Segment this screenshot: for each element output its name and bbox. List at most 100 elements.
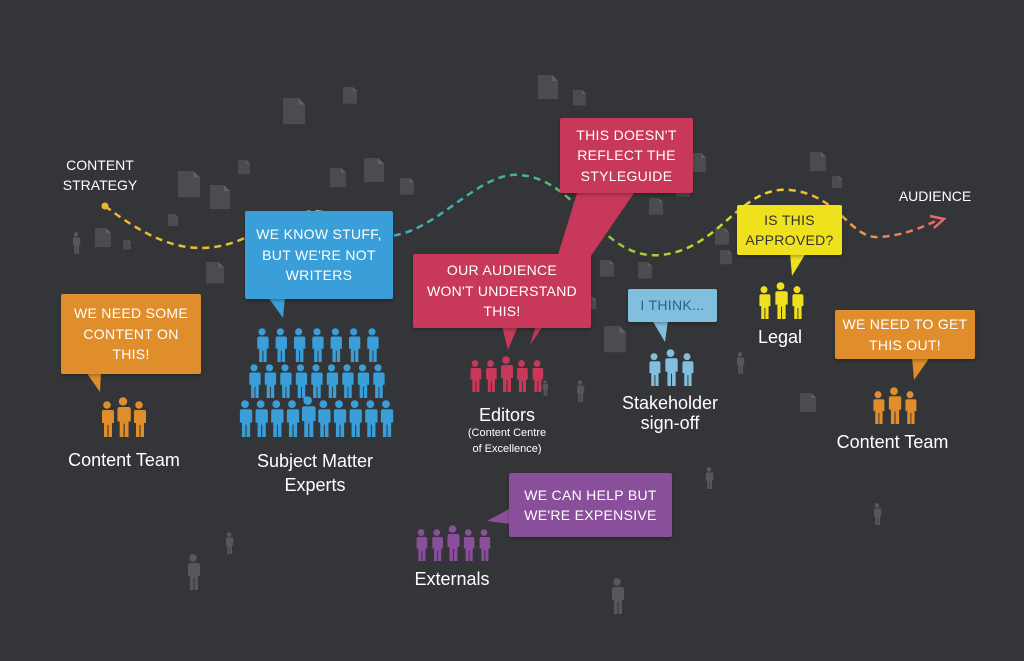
person-icon	[682, 353, 694, 387]
document-icon	[600, 260, 614, 277]
document-icon	[95, 228, 111, 248]
document-icon	[330, 168, 346, 188]
document-icon	[178, 171, 200, 198]
person-icon	[759, 286, 771, 320]
person-icon	[311, 364, 323, 398]
bubble-tail	[912, 357, 930, 380]
person-icon	[486, 360, 497, 392]
bubble-tail	[790, 253, 806, 276]
label-legal: Legal	[757, 327, 803, 347]
document-icon	[206, 262, 224, 284]
document-icon	[538, 75, 558, 99]
bubble-get-out: WE NEED TO GET THIS OUT!	[835, 310, 975, 359]
document-icon	[720, 250, 732, 265]
person-icon	[447, 525, 460, 561]
person-icon	[318, 400, 331, 437]
person-icon	[72, 232, 81, 255]
person-icon	[357, 364, 370, 398]
bubble-need-content: WE NEED SOME CONTENT ON THIS!	[61, 294, 201, 374]
person-icon	[705, 467, 714, 489]
document-icon	[364, 158, 384, 182]
person-icon	[432, 529, 443, 561]
document-icon	[832, 176, 842, 188]
person-icon	[501, 356, 513, 392]
label-externals: Externals	[414, 569, 490, 589]
person-icon	[275, 328, 287, 362]
document-icon	[800, 393, 816, 413]
person-icon	[286, 400, 300, 437]
person-icon	[188, 554, 200, 590]
document-icon	[638, 262, 652, 279]
person-icon	[134, 401, 146, 437]
person-icon	[333, 400, 347, 437]
person-icon	[255, 400, 268, 437]
person-icon	[367, 328, 379, 362]
person-icon	[649, 353, 661, 387]
person-icon	[888, 387, 902, 424]
person-icon	[373, 364, 385, 398]
document-icon	[604, 326, 626, 353]
person-icon	[479, 529, 491, 561]
person-icon	[532, 360, 544, 392]
bubble-know-stuff: WE KNOW STUFF, BUT WE'RE NOT WRITERS	[245, 211, 393, 299]
bubble-tail	[268, 297, 285, 318]
person-icon	[775, 282, 788, 319]
document-icon	[168, 214, 178, 226]
bubble-approved: IS THIS APPROVED?	[737, 205, 842, 255]
person-icon	[117, 397, 131, 437]
person-icon	[293, 328, 306, 362]
person-icon	[348, 328, 361, 362]
bubble-audience: OUR AUDIENCE WON'T UNDERSTAND THIS!	[413, 254, 591, 328]
person-icon	[342, 364, 354, 398]
start-dot	[101, 202, 109, 210]
document-icons	[95, 75, 842, 413]
people-groups	[102, 282, 917, 561]
document-icon	[715, 228, 729, 245]
bubble-tail	[652, 320, 668, 342]
label-editors: Editors	[478, 405, 536, 425]
person-icon	[576, 380, 585, 402]
person-icon	[517, 360, 528, 392]
bubble-i-think: I THINK...	[628, 289, 717, 322]
person-icon	[295, 364, 308, 398]
person-icon	[257, 328, 269, 362]
person-icon	[271, 400, 284, 437]
person-icon	[612, 578, 624, 614]
person-icon	[239, 400, 253, 437]
document-icon	[400, 178, 414, 195]
bubble-expensive: WE CAN HELP BUT WE'RE EXPENSIVE	[509, 473, 672, 537]
document-icon	[238, 160, 250, 175]
document-icon	[810, 152, 826, 172]
bubble-tail	[502, 326, 518, 350]
person-icon	[380, 400, 394, 437]
person-icon	[905, 391, 917, 425]
person-icon	[873, 503, 882, 525]
person-icon	[542, 380, 549, 396]
arrow-head-icon	[929, 214, 947, 229]
person-icon	[326, 364, 339, 398]
label-stakeholder: Stakeholder sign-off	[621, 393, 719, 433]
person-icon	[873, 391, 885, 425]
person-icon	[665, 349, 678, 386]
ghost-people	[72, 232, 882, 614]
label-content-team-right: Content Team	[836, 432, 949, 452]
bubble-tail	[86, 372, 101, 392]
document-icon	[283, 98, 305, 125]
person-icon	[264, 364, 277, 398]
label-content-team-left: Content Team	[68, 450, 180, 470]
person-icon	[225, 532, 234, 554]
person-icon	[416, 529, 428, 561]
document-icon	[123, 240, 131, 250]
person-icon	[463, 529, 475, 561]
person-icon	[365, 400, 378, 437]
start-label: CONTENT STRATEGY	[62, 157, 138, 193]
person-icon	[792, 286, 804, 320]
document-icon	[649, 198, 663, 215]
document-icon	[210, 185, 230, 209]
person-icon	[301, 396, 316, 437]
person-icon	[102, 401, 114, 437]
label-editors-sub: (Content Centre of Excellence)	[467, 427, 547, 455]
bubble-tail	[487, 508, 511, 524]
person-icon	[470, 360, 482, 392]
document-icon	[343, 87, 357, 104]
